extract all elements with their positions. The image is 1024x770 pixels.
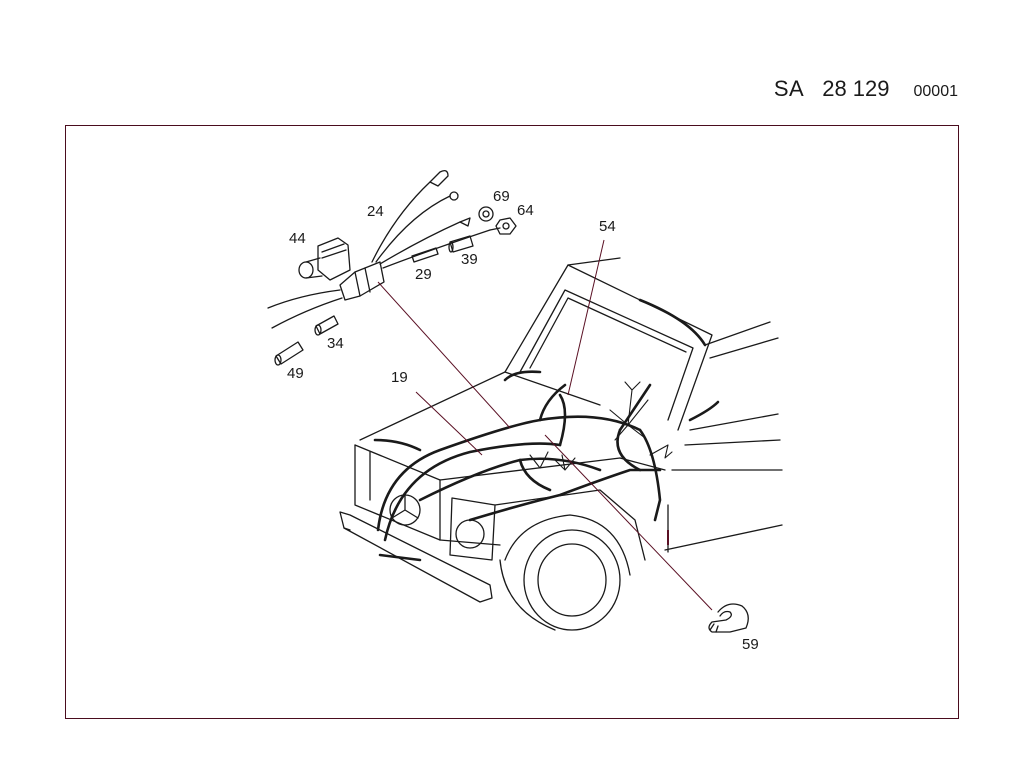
callout-54: 54: [599, 218, 616, 235]
header-number: 28 129: [822, 76, 890, 101]
leader-lines: [377, 239, 713, 611]
part-sleeve-39: [448, 235, 474, 253]
callout-69: 69: [493, 188, 510, 205]
header-suffix: 00001: [913, 83, 959, 100]
part-sleeve-34: [314, 315, 339, 336]
callout-59: 59: [742, 636, 759, 653]
wiring-harness: [373, 298, 720, 562]
part-sleeve-29: [411, 247, 439, 263]
drawing-frame: [65, 125, 959, 719]
callout-49: 49: [287, 365, 304, 382]
callout-19: 19: [391, 369, 408, 386]
callout-34: 34: [327, 335, 344, 352]
callout-39: 39: [461, 251, 478, 268]
part-nut-64: [495, 217, 517, 235]
callout-44: 44: [289, 230, 306, 247]
header-prefix: SA: [773, 76, 805, 101]
vehicle-outline: [339, 257, 783, 631]
part-sleeve-49: [274, 341, 304, 366]
part-grommet-69: [478, 206, 494, 222]
part-wire-bundle-24: [267, 170, 501, 329]
part-connector-44: [298, 237, 351, 281]
harness-branches: [529, 381, 673, 471]
callout-29: 29: [415, 266, 432, 283]
part-clip-59: [708, 603, 749, 633]
callout-64: 64: [517, 202, 534, 219]
callout-24: 24: [367, 203, 384, 220]
callout-labels: 44 24 29 39 69 64 34 49 19 54 59: [287, 188, 759, 653]
drawing-header: SA 28 129 00001: [774, 76, 958, 102]
